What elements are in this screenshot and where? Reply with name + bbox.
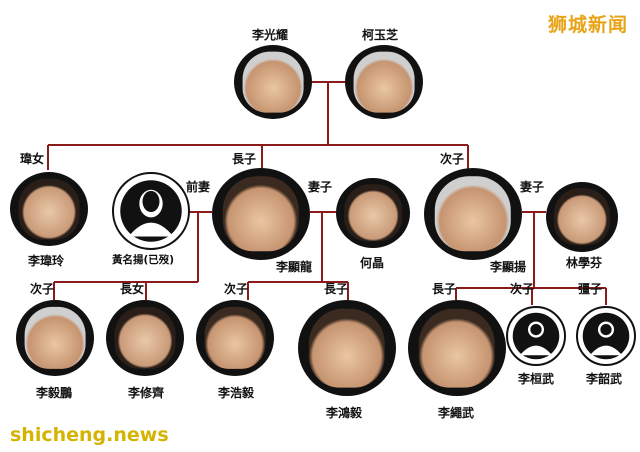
relation-eldest-daughter: 長女 xyxy=(120,282,145,296)
portrait-li-yipeng xyxy=(16,300,94,376)
relation-wife-hy: 妻子 xyxy=(520,180,545,194)
relation-second-son-hy: 次子 xyxy=(510,282,535,296)
silhouette-icon xyxy=(120,180,182,242)
name-lee-hsien-yang: 李顯揚 xyxy=(490,260,527,274)
name-huang-ming-yang: 黃名揚(已歿) xyxy=(112,254,175,266)
relation-ex-wife: 前妻 xyxy=(186,180,211,194)
portrait-lee-hsien-loong xyxy=(212,168,310,260)
relation-eldest-son-hy: 長子 xyxy=(432,282,457,296)
name-li-haoyi: 李浩毅 xyxy=(218,386,255,400)
portrait-li-huanwu xyxy=(506,306,566,366)
portrait-li-hongyi xyxy=(298,300,396,396)
relation-wife-hl: 妻子 xyxy=(308,180,333,194)
name-lee-hsien-loong: 李顯龍 xyxy=(276,260,313,274)
portrait-ho-ching xyxy=(336,178,410,248)
name-li-huanwu: 李桓武 xyxy=(518,372,555,386)
portrait-li-haoyi xyxy=(196,300,274,376)
name-li-hongyi: 李鴻毅 xyxy=(326,406,363,420)
watermark-top: 狮城新闻 xyxy=(547,14,628,36)
portrait-li-shaowu xyxy=(576,306,636,366)
portrait-lin-xuefen xyxy=(546,182,618,252)
name-li-yipeng: 李毅鵬 xyxy=(36,386,73,400)
relation-daughter: 瑋女 xyxy=(20,152,45,166)
relation-second-son-hl2: 次子 xyxy=(224,282,249,296)
name-lee-kuan-yew: 李光耀 xyxy=(252,28,289,42)
name-kwa-geok-choo: 柯玉芝 xyxy=(362,28,399,42)
relation-eldest-son-hl: 長子 xyxy=(324,282,349,296)
name-wei-ling: 李瑋玲 xyxy=(28,254,65,268)
relation-second-son-hl1: 次子 xyxy=(30,282,55,296)
relation-eldest-son: 長子 xyxy=(232,152,257,166)
portrait-li-xiuqi xyxy=(106,300,184,376)
portrait-lee-kuan-yew xyxy=(234,45,312,119)
silhouette-icon xyxy=(582,312,630,360)
relation-third-son-hy: 彊子 xyxy=(578,282,603,296)
portrait-kwa-geok-choo xyxy=(345,45,423,119)
name-li-shaowu: 李韶武 xyxy=(586,372,623,386)
name-li-xiuqi: 李修齊 xyxy=(128,386,165,400)
silhouette-icon xyxy=(512,312,560,360)
portrait-li-shengwu xyxy=(408,300,506,396)
watermark-bottom: shicheng.news xyxy=(10,424,169,446)
portrait-wei-ling xyxy=(10,172,88,246)
name-lin-xuefen: 林學芬 xyxy=(566,256,603,270)
portrait-lee-hsien-yang xyxy=(424,168,522,260)
relation-second-son: 次子 xyxy=(440,152,465,166)
name-ho-ching: 何晶 xyxy=(360,256,385,270)
portrait-huang-ming-yang xyxy=(112,172,190,250)
name-li-shengwu: 李繩武 xyxy=(438,406,475,420)
